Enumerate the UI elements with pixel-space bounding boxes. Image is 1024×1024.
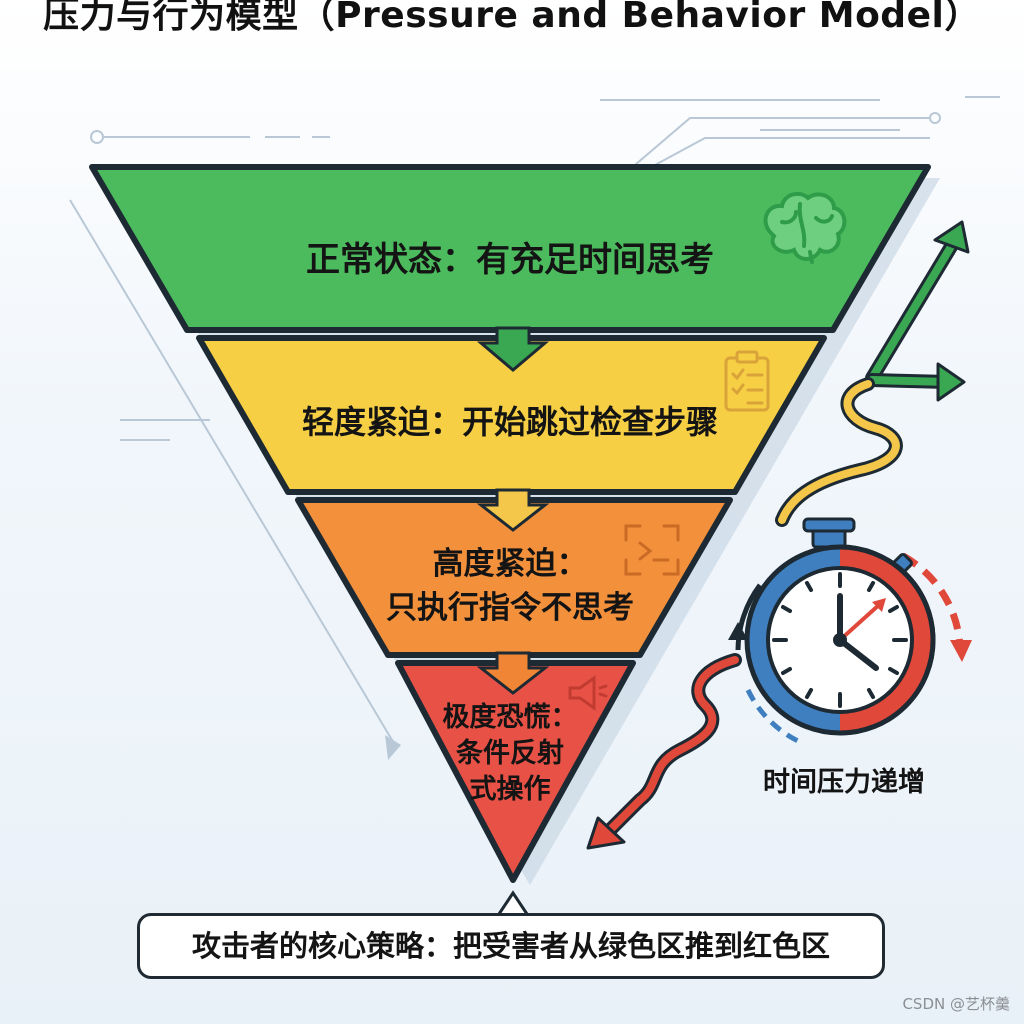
strategy-callout-text: 攻击者的核心策略：把受害者从绿色区推到红色区	[191, 929, 830, 963]
down-arrow-1	[476, 326, 550, 372]
stopwatch-icon	[728, 517, 972, 745]
level-extreme-line-1: 极度恐慌：	[442, 702, 578, 733]
level-normal-line-1: 正常状态：有充足时间思考	[306, 240, 714, 280]
circuit-lines-decoration	[69, 96, 1000, 746]
background-arrow-head	[385, 735, 401, 760]
level-extreme-line-3: 式操作	[469, 774, 551, 805]
clipboard-checklist-icon	[724, 350, 770, 412]
level-high-label: 高度紧迫： 只执行指令不思考	[330, 542, 690, 630]
level-normal-label: 正常状态：有充足时间思考	[200, 232, 820, 281]
level-extreme-label: 极度恐慌： 条件反射 式操作	[410, 700, 610, 808]
level-mild-line-1: 轻度紧迫：开始跳过检查步骤	[301, 403, 718, 441]
down-arrow-2	[476, 488, 550, 532]
level-high-orange	[295, 497, 733, 658]
pressure-funnel	[89, 164, 931, 883]
strategy-callout-box	[137, 913, 885, 979]
clock-caption: 时间压力递增	[763, 767, 925, 798]
level-mild-label: 轻度紧迫：开始跳过检查步骤	[240, 397, 780, 443]
megaphone-alert-icon	[568, 675, 608, 711]
page-title: 压力与行为模型（Pressure and Behavior Model）	[43, 0, 981, 36]
down-arrow-3	[476, 651, 550, 695]
level-connector-arrows	[476, 326, 550, 695]
rising-pressure-arrows	[586, 220, 970, 850]
watermark: CSDN @艺杯羹	[902, 995, 1010, 1013]
level-high-line-2: 只执行指令不思考	[386, 590, 634, 626]
level-mild-yellow	[196, 335, 827, 495]
level-normal-green	[89, 164, 931, 333]
level-extreme-line-2: 条件反射	[456, 738, 564, 769]
terminal-command-icon	[624, 524, 680, 576]
brain-icon	[763, 191, 847, 264]
level-high-line-1: 高度紧迫：	[432, 546, 588, 582]
